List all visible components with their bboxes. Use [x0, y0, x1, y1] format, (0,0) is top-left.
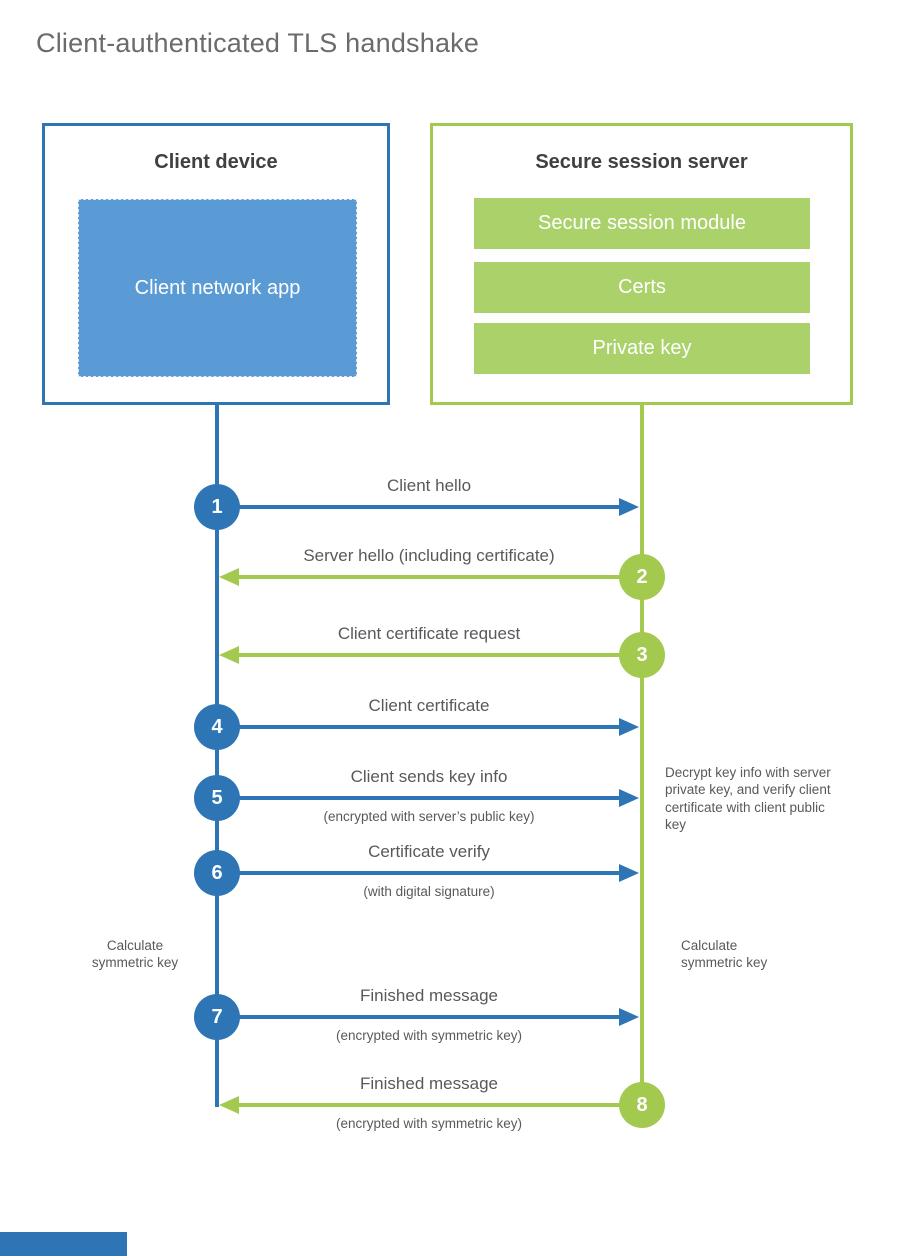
step-label-4: Client certificate: [368, 696, 490, 715]
page-title: Client-authenticated TLS handshake: [36, 28, 480, 58]
arrow-line-step-7: [217, 1015, 619, 1019]
server-module-bar: Certs: [474, 262, 810, 313]
arrow-head-step-3: [219, 646, 239, 664]
client-lifeline: [215, 405, 219, 1107]
arrow-line-step-4: [217, 725, 619, 729]
step-circle-3: 3: [619, 632, 665, 678]
step-label-3: Client certificate request: [337, 624, 521, 643]
arrow-head-step-2: [219, 568, 239, 586]
step-label-5: Client sends key info: [350, 767, 508, 786]
client-network-app-label: Client network app: [134, 276, 301, 299]
step-label-7: Finished message: [360, 986, 498, 1005]
client-device-title: Client device: [154, 151, 278, 173]
step-circle-5: 5: [194, 775, 240, 821]
arrow-line-step-8: [239, 1103, 642, 1107]
arrow-line-step-5: [217, 796, 619, 800]
step-sublabel-6: (with digital signature): [363, 884, 495, 899]
arrow-head-step-5: [619, 789, 639, 807]
arrow-head-step-7: [619, 1008, 639, 1026]
server-module-bar: Private key: [474, 323, 810, 374]
step-sublabel-8: (encrypted with symmetric key): [335, 1116, 523, 1131]
step-circle-4: 4: [194, 704, 240, 750]
step-circle-2: 2: [619, 554, 665, 600]
arrow-head-step-8: [219, 1096, 239, 1114]
arrow-line-step-3: [239, 653, 642, 657]
server-decrypt-note: Decrypt key info with server private key…: [665, 765, 831, 832]
server-calculate-symmetric-key-note: Calculate symmetric key: [681, 938, 768, 971]
step-circle-8: 8: [619, 1082, 665, 1128]
arrow-line-step-2: [239, 575, 642, 579]
arrow-head-step-6: [619, 864, 639, 882]
step-sublabel-7: (encrypted with symmetric key): [335, 1028, 523, 1043]
step-label-2: Server hello (including certificate): [303, 546, 555, 565]
step-label-6: Certificate verify: [368, 842, 490, 861]
step-circle-6: 6: [194, 850, 240, 896]
client-network-app-rect: Client network app: [78, 199, 357, 377]
step-sublabel-5: (encrypted with server’s public key): [323, 809, 535, 824]
arrow-head-step-4: [619, 718, 639, 736]
arrow-line-step-6: [217, 871, 619, 875]
server-lifeline: [640, 405, 644, 1107]
client-device-box: Client device Client network app: [42, 123, 390, 405]
bottom-partial-blue-bar: [0, 1232, 127, 1256]
arrow-line-step-1: [217, 505, 619, 509]
step-label-1: Client hello: [386, 476, 472, 495]
server-module-bar: Secure session module: [474, 198, 810, 249]
arrow-head-step-1: [619, 498, 639, 516]
secure-session-server-box: Secure session server Secure session mod…: [430, 123, 853, 405]
secure-session-server-title: Secure session server: [535, 151, 748, 173]
client-calculate-symmetric-key-note: Calculate symmetric key: [91, 938, 179, 971]
step-label-8: Finished message: [360, 1074, 498, 1093]
step-circle-7: 7: [194, 994, 240, 1040]
step-circle-1: 1: [194, 484, 240, 530]
